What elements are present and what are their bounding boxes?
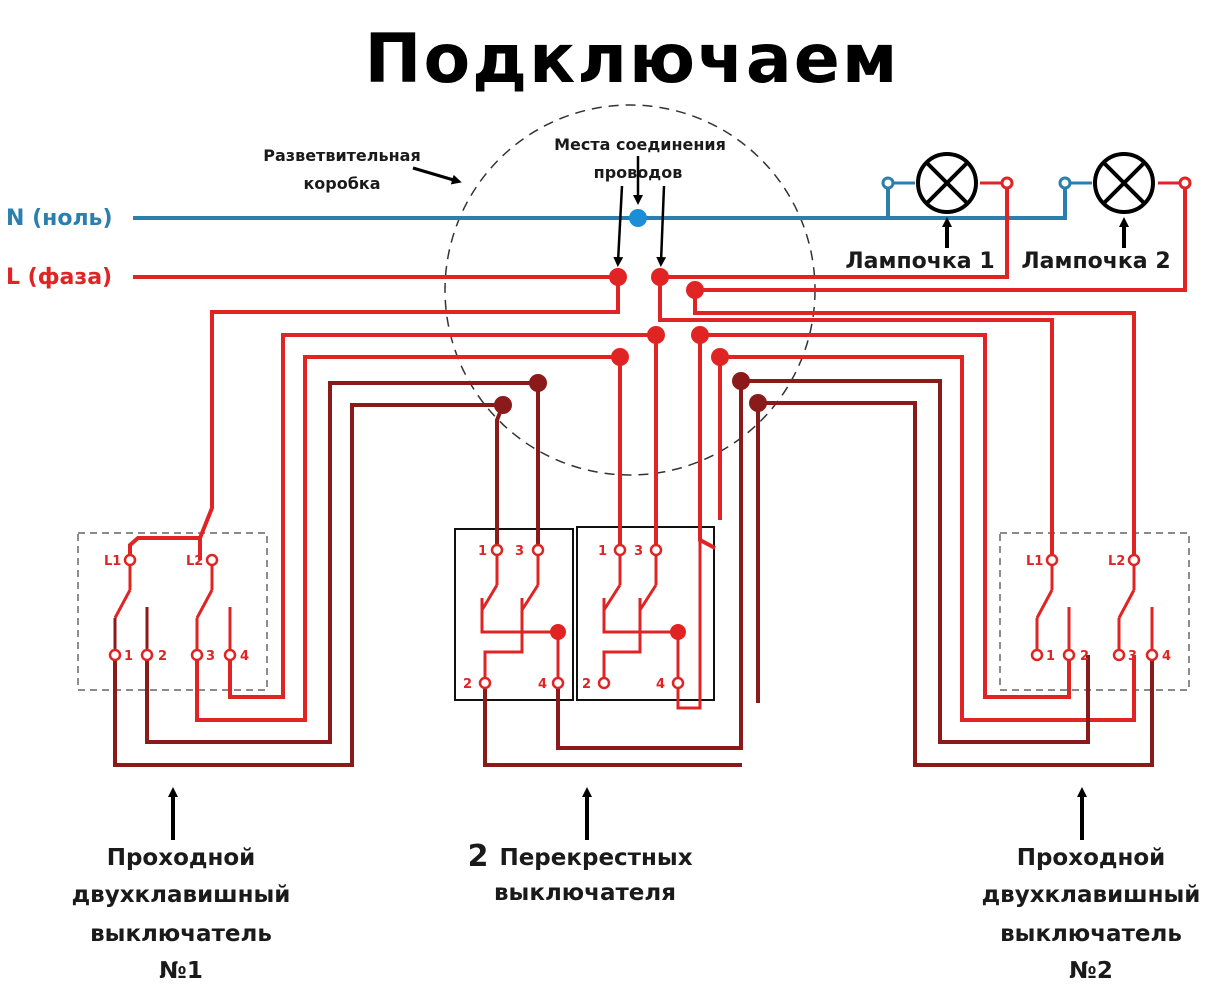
terminals (108, 543, 1159, 690)
connection-arrow-phase-1 (613, 185, 624, 267)
sw2-term-3: 3 (1128, 649, 1137, 664)
junction-dot-e (529, 374, 547, 392)
connections-label-1: Места соединения (554, 135, 726, 154)
junction-dot-phase-1 (609, 268, 627, 286)
cross-caption-line-1: Перекрестных (499, 845, 692, 871)
cross-caption-number: 2 (468, 839, 489, 874)
lamp-2-label: Лампочка 2 (1021, 249, 1170, 274)
cross-caption-line-2: выключателя (494, 880, 676, 906)
sw1-term-l2: L2 (186, 554, 203, 569)
junction-box-label-2: коробка (303, 174, 380, 193)
switch-2-caption-line-4: №2 (1069, 958, 1113, 984)
cross-switch-1-contacts (480, 555, 560, 678)
cross-caption: 2 Перекрестных выключателя (468, 839, 693, 906)
cross-switch-1-node (550, 624, 566, 640)
traveler-wires-group (113, 379, 1154, 767)
junction-dot-b (691, 326, 709, 344)
junction-box-arrow (412, 166, 462, 185)
pass-switch-2-contacts (1035, 565, 1154, 650)
junction-dot-g (494, 396, 512, 414)
cross1-term-3: 3 (515, 544, 524, 559)
cross-switch-2-node (670, 624, 686, 640)
switch-2-caption-line-2: двухклавишный (982, 882, 1201, 908)
junction-dot-lamp-2 (686, 281, 704, 299)
sw1-term-2: 2 (158, 649, 167, 664)
phase-wires-group (128, 181, 1187, 722)
junction-dot-c (611, 348, 629, 366)
cross2-term-4: 4 (656, 677, 665, 692)
pass-switch-1-box (77, 532, 268, 691)
switch-2-caption: Проходной двухклавишный выключатель №2 (982, 845, 1201, 984)
connection-arrow-phase-2 (656, 185, 667, 267)
pass-switch-2-box (999, 532, 1190, 691)
switch-1-caption-line-2: двухклавишный (72, 882, 291, 908)
junction-dot-f (732, 372, 750, 390)
sw1-term-l1: L1 (104, 554, 121, 569)
phase-label: L (фаза) (6, 265, 112, 290)
junction-dot-a (647, 326, 665, 344)
junction-dot-h (749, 394, 767, 412)
cross-switch-2-contacts (602, 520, 702, 710)
cross1-term-2: 2 (463, 677, 472, 692)
switch-2-caption-line-3: выключатель (1000, 921, 1182, 947)
sw2-term-2: 2 (1080, 649, 1089, 664)
sw2-term-l1: L1 (1026, 554, 1043, 569)
cross2-term-1: 1 (598, 544, 607, 559)
lamp-2 (1058, 152, 1192, 214)
cross1-term-1: 1 (478, 544, 487, 559)
sw1-term-3: 3 (206, 649, 215, 664)
cross-switch-2-box (576, 526, 715, 701)
junction-dot-neutral (629, 209, 647, 227)
neutral-label: N (ноль) (6, 206, 113, 231)
switch-1-caption: Проходной двухклавишный выключатель №1 (72, 845, 291, 984)
cross2-term-2: 2 (582, 677, 591, 692)
junction-dot-phase-2 (651, 268, 669, 286)
sw2-term-1: 1 (1046, 649, 1055, 664)
lamp-1-label: Лампочка 1 (845, 249, 994, 274)
cross1-term-4: 4 (538, 677, 547, 692)
switch-1-caption-line-3: выключатель (90, 921, 272, 947)
sw1-term-4: 4 (240, 649, 249, 664)
page-title: Подключаем (365, 20, 900, 99)
sw1-term-1: 1 (124, 649, 133, 664)
switch-1-caption-line-4: №1 (159, 958, 203, 984)
switch-1-caption-line-1: Проходной (107, 845, 256, 871)
junction-box-label-1: Разветвительная (263, 146, 421, 165)
junction-dots (494, 209, 767, 640)
cross-switch-1-box (454, 528, 574, 701)
cross2-term-3: 3 (634, 544, 643, 559)
junction-dot-d (711, 348, 729, 366)
lamp-1 (881, 152, 1014, 214)
pass-switch-1-contacts (113, 565, 232, 650)
switch-2-caption-line-1: Проходной (1017, 845, 1166, 871)
sw2-term-4: 4 (1162, 649, 1171, 664)
sw2-term-l2: L2 (1108, 554, 1125, 569)
